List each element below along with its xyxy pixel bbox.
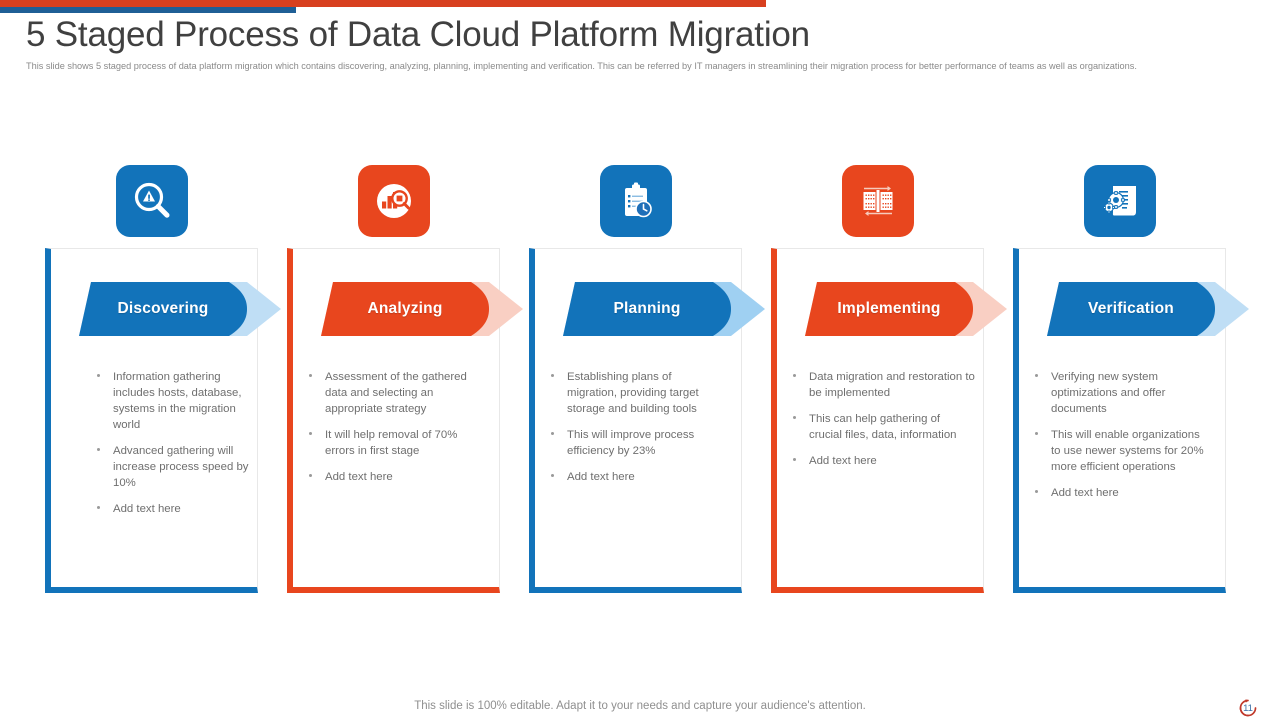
bullet-dot-icon bbox=[1035, 490, 1038, 493]
list-item: Add text here bbox=[1025, 485, 1205, 501]
list-item: Establishing plans of migration, providi… bbox=[541, 369, 713, 417]
bullet-text: Assessment of the gathered data and sele… bbox=[325, 371, 467, 415]
bullet-dot-icon bbox=[1035, 432, 1038, 435]
bullet-dot-icon bbox=[97, 374, 100, 377]
stage-column-verification: Verification Verifying new system optimi… bbox=[1013, 165, 1249, 615]
bullet-text: Add text here bbox=[113, 503, 181, 515]
bullet-text: Add text here bbox=[567, 471, 635, 483]
stage-ribbon-planning: Planning bbox=[563, 282, 765, 336]
stage-label: Analyzing bbox=[367, 300, 443, 317]
list-item: Data migration and restoration to be imp… bbox=[783, 369, 975, 401]
page-subtitle: This slide shows 5 staged process of dat… bbox=[26, 61, 1137, 71]
bullet-dot-icon bbox=[793, 416, 796, 419]
bullet-text: Establishing plans of migration, providi… bbox=[567, 371, 699, 415]
stage-column-discovering: Discovering Information gathering includ… bbox=[45, 165, 281, 615]
bullet-text: It will help removal of 70% errors in fi… bbox=[325, 429, 458, 457]
stage-bullets-discovering: Information gathering includes hosts, da… bbox=[87, 369, 262, 527]
stage-column-implementing: Implementing Data migration and restorat… bbox=[771, 165, 1007, 615]
stage-bullets-implementing: Data migration and restoration to be imp… bbox=[783, 369, 975, 479]
bullet-text: Data migration and restoration to be imp… bbox=[809, 371, 975, 399]
icon-container bbox=[529, 165, 742, 248]
list-item: Information gathering includes hosts, da… bbox=[87, 369, 262, 433]
bullet-text: Add text here bbox=[1051, 487, 1119, 499]
clipboard-clock-icon bbox=[599, 165, 672, 237]
list-item: It will help removal of 70% errors in fi… bbox=[299, 427, 479, 459]
icon-container bbox=[771, 165, 984, 248]
server-transfer-icon bbox=[841, 165, 914, 237]
list-item: Add text here bbox=[299, 469, 479, 485]
bullet-dot-icon bbox=[551, 432, 554, 435]
stage-ribbon-verification: Verification bbox=[1047, 282, 1249, 336]
list-item: Assessment of the gathered data and sele… bbox=[299, 369, 479, 417]
bar-chart-magnifier-icon bbox=[357, 165, 430, 237]
top-accent-bar-red bbox=[0, 0, 766, 7]
bullet-dot-icon bbox=[551, 374, 554, 377]
stage-ribbon-implementing: Implementing bbox=[805, 282, 1007, 336]
bullet-text: Advanced gathering will increase process… bbox=[113, 445, 249, 489]
stage-column-planning: Planning Establishing plans of migration… bbox=[529, 165, 765, 615]
list-item: Add text here bbox=[783, 453, 975, 469]
icon-container bbox=[45, 165, 258, 248]
page-badge-circular-arrow-icon bbox=[1236, 696, 1260, 720]
stage-bullets-planning: Establishing plans of migration, providi… bbox=[541, 369, 713, 495]
bullet-text: This will enable organizations to use ne… bbox=[1051, 429, 1204, 473]
page-title: 5 Staged Process of Data Cloud Platform … bbox=[26, 15, 810, 54]
bullet-dot-icon bbox=[97, 506, 100, 509]
stage-column-analyzing: Analyzing Assessment of the gathered dat… bbox=[287, 165, 523, 615]
list-item: Advanced gathering will increase process… bbox=[87, 443, 262, 491]
bullet-text: Add text here bbox=[809, 455, 877, 467]
magnifier-warning-icon bbox=[115, 165, 188, 237]
stage-label: Planning bbox=[613, 300, 681, 317]
stage-card-analyzing[interactable]: Analyzing Assessment of the gathered dat… bbox=[287, 248, 523, 593]
bullet-text: Verifying new system optimizations and o… bbox=[1051, 371, 1166, 415]
stage-label: Discovering bbox=[117, 300, 209, 317]
bullet-dot-icon bbox=[793, 458, 796, 461]
stage-card-planning[interactable]: Planning Establishing plans of migration… bbox=[529, 248, 765, 593]
list-item: Add text here bbox=[87, 501, 262, 517]
bullet-text: Information gathering includes hosts, da… bbox=[113, 371, 242, 431]
icon-container bbox=[1013, 165, 1226, 248]
bullet-dot-icon bbox=[97, 448, 100, 451]
top-accent-bar-blue bbox=[0, 7, 296, 13]
page-number: 11 bbox=[1243, 702, 1253, 714]
bullet-dot-icon bbox=[309, 374, 312, 377]
icon-container bbox=[287, 165, 500, 248]
stage-ribbon-analyzing: Analyzing bbox=[321, 282, 523, 336]
stage-bullets-analyzing: Assessment of the gathered data and sele… bbox=[299, 369, 479, 495]
bullet-dot-icon bbox=[309, 474, 312, 477]
bullet-text: Add text here bbox=[325, 471, 393, 483]
stage-card-verification[interactable]: Verification Verifying new system optimi… bbox=[1013, 248, 1249, 593]
bullet-dot-icon bbox=[551, 474, 554, 477]
list-item: Add text here bbox=[541, 469, 713, 485]
list-item: Verifying new system optimizations and o… bbox=[1025, 369, 1205, 417]
stage-ribbon-discovering: Discovering bbox=[79, 282, 281, 336]
stage-bullets-verification: Verifying new system optimizations and o… bbox=[1025, 369, 1205, 511]
stage-label: Verification bbox=[1088, 300, 1174, 317]
list-item: This can help gathering of crucial files… bbox=[783, 411, 975, 443]
stage-card-discovering[interactable]: Discovering Information gathering includ… bbox=[45, 248, 281, 593]
footer-note: This slide is 100% editable. Adapt it to… bbox=[414, 700, 866, 712]
bullet-text: This can help gathering of crucial files… bbox=[809, 413, 957, 441]
bullet-dot-icon bbox=[793, 374, 796, 377]
list-item: This will improve process efficiency by … bbox=[541, 427, 713, 459]
stage-card-implementing[interactable]: Implementing Data migration and restorat… bbox=[771, 248, 1007, 593]
bullet-text: This will improve process efficiency by … bbox=[567, 429, 695, 457]
bullet-dot-icon bbox=[1035, 374, 1038, 377]
stage-columns: Discovering Information gathering includ… bbox=[0, 165, 1280, 615]
stage-label: Implementing bbox=[837, 300, 941, 317]
list-item: This will enable organizations to use ne… bbox=[1025, 427, 1205, 475]
bullet-dot-icon bbox=[309, 432, 312, 435]
document-gears-icon bbox=[1083, 165, 1156, 237]
